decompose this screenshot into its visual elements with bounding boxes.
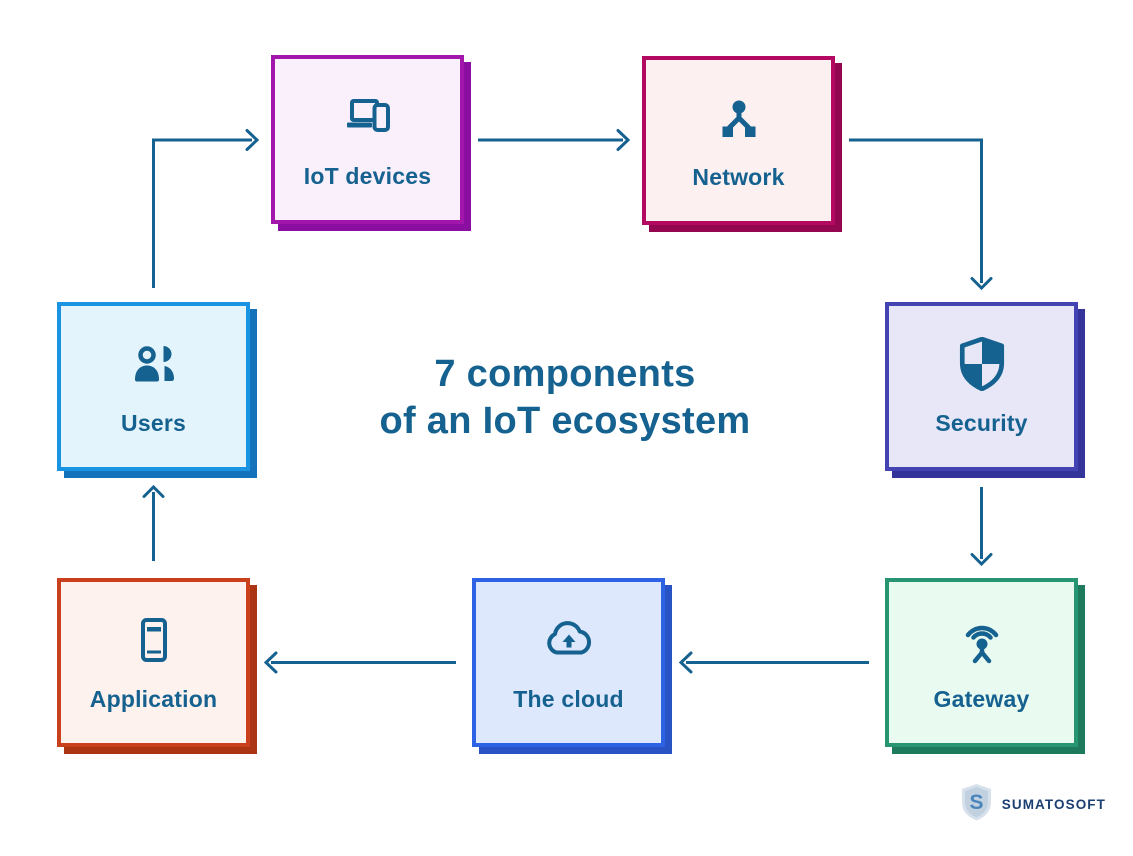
sumatosoft-shield-logo-icon: S	[960, 783, 993, 826]
arrow-users-to-iot-devices	[152, 129, 260, 288]
arrow-gateway-to-the-cloud	[678, 651, 869, 674]
node-label: Users	[121, 409, 186, 436]
mobile-app-icon	[134, 613, 174, 667]
title-line-1: 7 components	[434, 353, 696, 395]
title-line-2: of an IoT ecosystem	[379, 400, 751, 442]
arrow-security-to-gateway	[970, 487, 993, 567]
network-nodes-icon	[715, 91, 763, 145]
arrow-network-to-security	[849, 138, 993, 291]
diagram-title: 7 components of an IoT ecosystem	[285, 351, 845, 445]
node-users: Users	[57, 302, 250, 471]
node-label: Gateway	[933, 685, 1030, 712]
node-security: Security	[885, 302, 1078, 471]
svg-text:S: S	[969, 791, 983, 814]
sumatosoft-logo: S SUMATOSOFT	[960, 783, 1106, 826]
node-gateway: Gateway	[885, 578, 1078, 747]
node-label: IoT devices	[303, 162, 432, 189]
users-icon	[128, 337, 180, 391]
cloud-upload-icon	[541, 613, 597, 667]
node-label: Network	[692, 163, 785, 190]
gateway-antenna-icon	[958, 613, 1006, 667]
security-shield-icon	[957, 336, 1007, 391]
arrow-the-cloud-to-application	[263, 651, 456, 674]
laptop-and-phone-icon	[340, 90, 396, 144]
node-application: Application	[57, 578, 250, 747]
sumatosoft-wordmark: SUMATOSOFT	[1001, 797, 1106, 812]
node-iot-devices: IoT devices	[271, 55, 464, 224]
node-label: The cloud	[513, 685, 624, 712]
node-label: Application	[89, 685, 218, 712]
arrow-iot-devices-to-network	[478, 129, 631, 151]
node-the-cloud: The cloud	[472, 578, 665, 747]
node-label: Security	[935, 409, 1028, 436]
arrow-application-to-users	[142, 484, 165, 561]
node-network: Network	[642, 56, 835, 225]
